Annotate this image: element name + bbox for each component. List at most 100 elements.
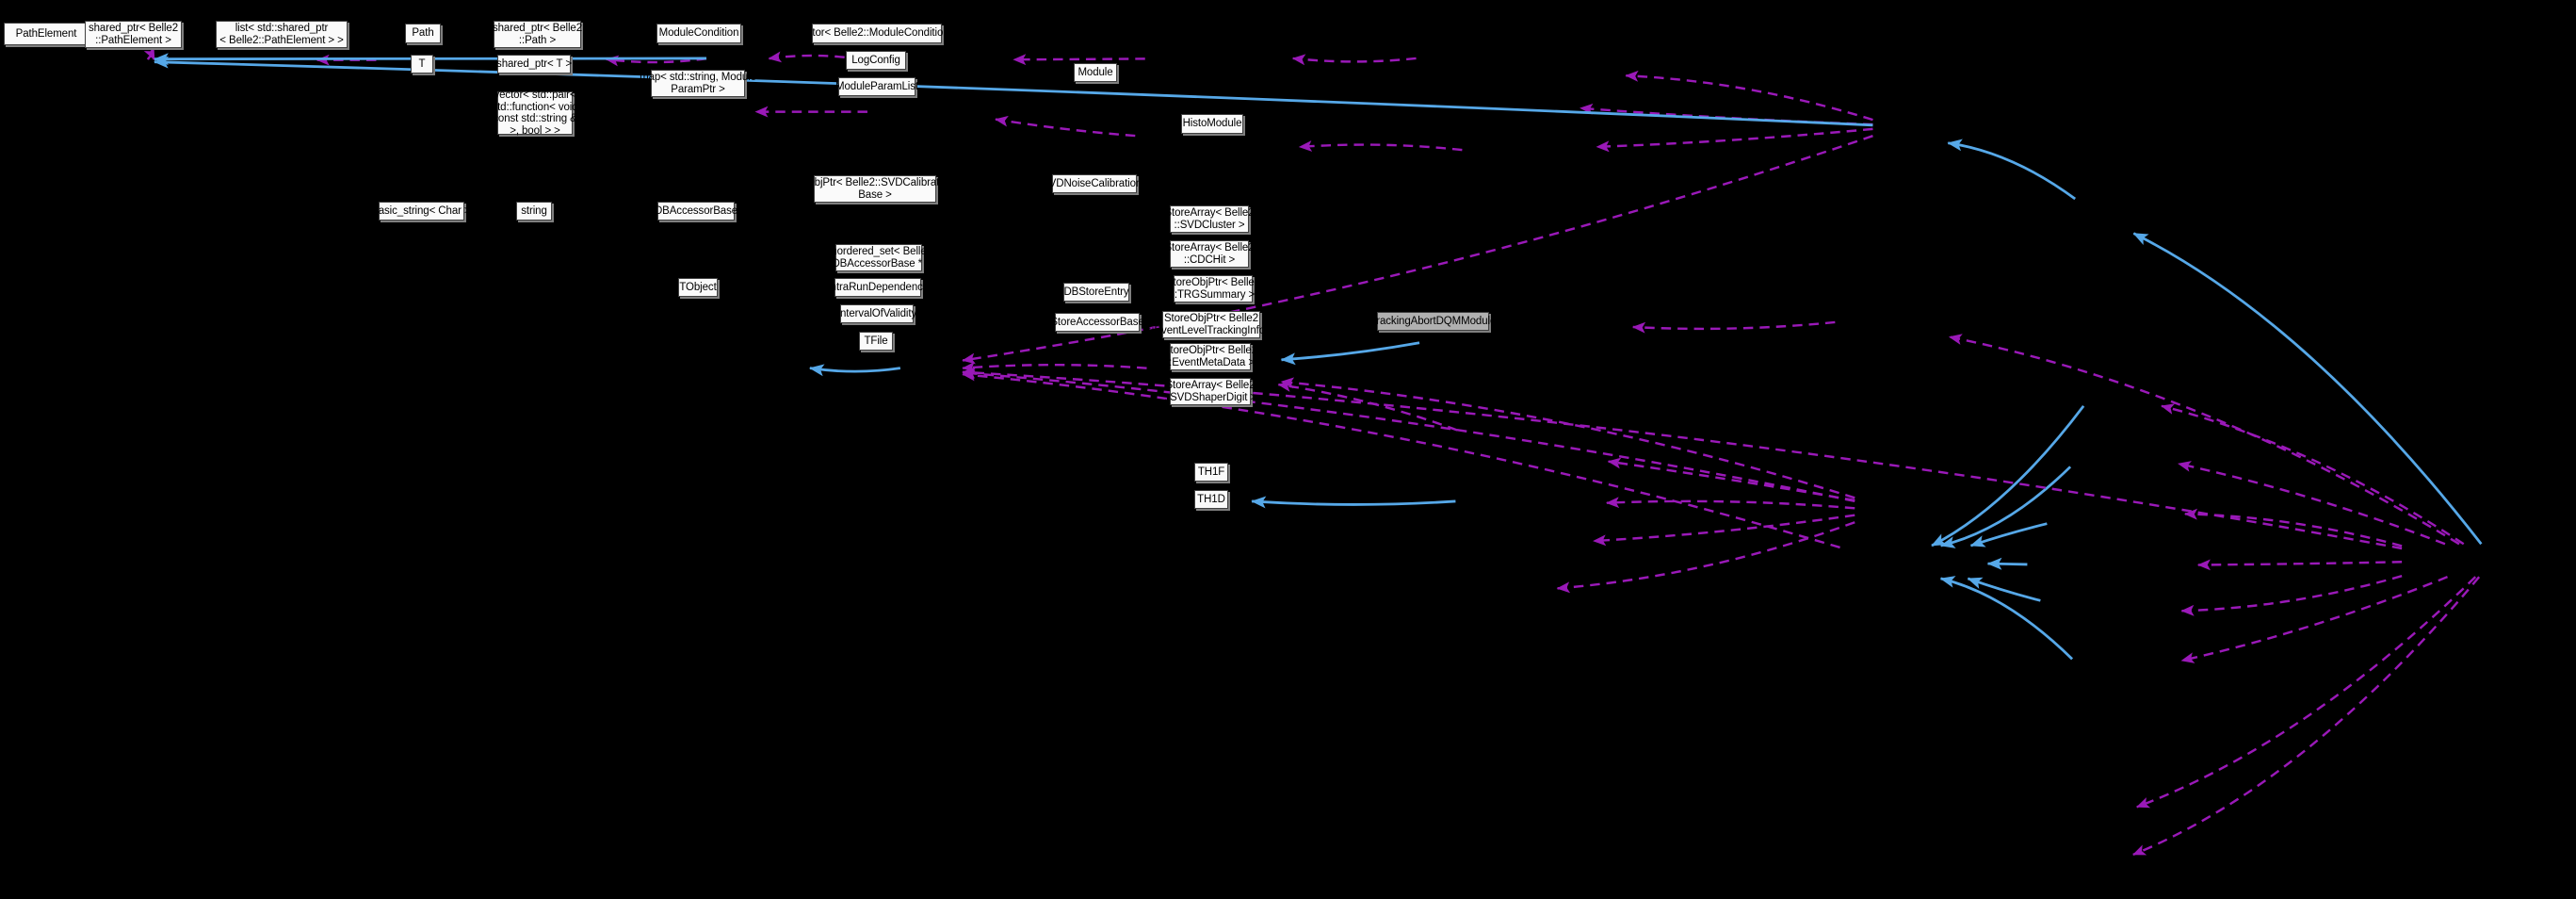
edge-tracking-abort-dqm-to-store-array-svdshaper: [2180, 576, 2448, 663]
edge-store-objptr-eventmeta-to-store-accessor-base: [1967, 577, 2041, 602]
node-path[interactable]: Path: [405, 24, 441, 43]
node-store-objptr-eltinfo[interactable]: StoreObjPtr< Belle2 ::EventLevelTracking…: [1148, 311, 1274, 338]
node-label: StoreArray< Belle2 ::SVDCluster >: [1164, 207, 1255, 231]
edge-intra-run-dependency-to-tobject: [1251, 496, 1456, 509]
node-basic-string-char[interactable]: basic_string< Char >: [372, 202, 471, 221]
edge-module-to-module-param-list: [1596, 127, 1873, 153]
node-label: HistoModule: [1182, 118, 1242, 130]
node-label: DBAccessorBase: [654, 204, 738, 217]
node-vector-module-condition[interactable]: vector< Belle2::ModuleCondition >: [796, 24, 958, 43]
node-label: StoreArray< Belle2 ::CDCHit >: [1164, 242, 1255, 266]
node-store-array-svdshaper[interactable]: StoreArray< Belle2 ::SVDShaperDigit >: [1164, 378, 1256, 405]
node-tracking-abort-dqm[interactable]: TrackingAbortDQMModule: [1370, 312, 1496, 331]
node-shared-ptr-t[interactable]: shared_ptr< T >: [496, 55, 572, 74]
node-label: StoreObjPtr< Belle2 ::TRGSummary >: [1165, 277, 1261, 301]
edge-store-array-svdcluster-to-store-accessor-base: [1931, 404, 2085, 548]
node-shared-ptr-path[interactable]: shared_ptr< Belle2 ::Path >: [492, 21, 583, 48]
node-label: TH1F: [1197, 466, 1225, 478]
node-shared-ptr-path-element[interactable]: shared_ptr< Belle2 ::PathElement >: [85, 21, 182, 48]
node-th1f[interactable]: TH1F: [1194, 463, 1228, 482]
edge-string-to-basic-string-char: [809, 364, 901, 377]
node-label: vector< Belle2::ModuleCondition >: [795, 27, 959, 40]
node-list-shared-ptr-path-el[interactable]: list< std::shared_ptr < Belle2::PathElem…: [216, 21, 348, 48]
node-store-array-cdchit[interactable]: StoreArray< Belle2 ::CDCHit >: [1164, 240, 1255, 268]
node-label: SVDNoiseCalibrations: [1042, 177, 1147, 189]
node-module[interactable]: Module: [1074, 63, 1117, 82]
node-th1d[interactable]: TH1D: [1194, 490, 1228, 509]
edge-tracking-abort-dqm-to-store-objptr-trgsummary: [2183, 508, 2403, 548]
node-module-param-list[interactable]: ModuleParamList: [835, 77, 918, 96]
node-tfile[interactable]: TFile: [859, 332, 893, 351]
edge-dbobjptr-svdcalib-to-db-accessor-base: [1280, 341, 1420, 366]
node-label: basic_string< Char >: [372, 204, 471, 217]
node-svd-noise-calibrations[interactable]: SVDNoiseCalibrations: [1042, 174, 1147, 193]
node-label: TH1D: [1197, 493, 1225, 505]
node-string[interactable]: string: [516, 202, 552, 221]
edge-map-string-module-param-to-shared-ptr-t: [995, 115, 1136, 138]
edge-histo-module-to-module: [1947, 139, 2077, 201]
node-label: TrackingAbortDQMModule: [1369, 315, 1497, 327]
node-intra-run-dependency[interactable]: IntraRunDependency: [828, 278, 929, 297]
node-label: T: [418, 57, 426, 70]
node-store-objptr-eventmeta[interactable]: StoreObjPtr< Belle2 ::EventMetaData >: [1163, 343, 1257, 370]
edge-store-array-cdchit-to-store-accessor-base: [1939, 466, 2072, 548]
node-map-string-module-param[interactable]: map< std::string, Module ParamPtr >: [640, 70, 756, 97]
node-log-config[interactable]: LogConfig: [846, 51, 906, 70]
node-db-store-entry[interactable]: DBStoreEntry: [1063, 283, 1129, 302]
node-unordered-set-dbaccessor[interactable]: unordered_set< Belle2 ::DBAccessorBase *…: [825, 244, 932, 271]
edge-db-store-entry-to-tfile: [1556, 521, 1855, 594]
node-store-array-svdcluster[interactable]: StoreArray< Belle2 ::SVDCluster >: [1164, 205, 1255, 233]
node-label: StoreArray< Belle2 ::SVDShaperDigit >: [1163, 380, 1257, 403]
node-dbobjptr-svdcalib[interactable]: DBObjPtr< Belle2::SVDCalibrations Base >: [791, 175, 959, 203]
edge-db-store-entry-to-unordered-set-dbaccessor: [1607, 457, 1855, 502]
node-module-condition[interactable]: ModuleCondition: [656, 24, 741, 43]
node-label: ModuleCondition: [658, 27, 739, 40]
edge-db-store-entry-to-interval-of-validity: [1593, 514, 1855, 547]
edge-module-to-vector-module-condition: [1625, 70, 1873, 122]
node-label: unordered_set< Belle2 ::DBAccessorBase *…: [825, 246, 932, 270]
node-label: vector< std::pair< std::function< void (…: [489, 90, 581, 137]
node-interval-of-validity[interactable]: IntervalOfValidity: [837, 304, 916, 323]
edge-tracking-abort-dqm-to-store-array-svdcluster: [2161, 403, 2465, 546]
node-store-accessor-base[interactable]: StoreAccessorBase: [1050, 313, 1144, 332]
edge-db-accessor-base-to-string: [962, 361, 1147, 373]
edge-module-condition-to-shared-ptr-path: [1013, 54, 1145, 66]
node-label: shared_ptr< T >: [496, 57, 572, 70]
node-label: list< std::shared_ptr < Belle2::PathElem…: [219, 23, 344, 46]
node-store-objptr-trgsummary[interactable]: StoreObjPtr< Belle2 ::TRGSummary >: [1166, 275, 1260, 302]
edge-tracking-abort-dqm-to-histo-module: [2132, 232, 2483, 546]
node-label: StoreObjPtr< Belle2 ::EventMetaData >: [1162, 345, 1258, 368]
edge-path-to-list-shared-ptr-path-el: [605, 55, 707, 67]
edge-db-store-entry-to-intra-run-dependency: [1606, 497, 1855, 510]
edge-db-store-entry-to-string: [962, 368, 1855, 503]
node-label: Path: [412, 27, 434, 40]
node-db-accessor-base[interactable]: DBAccessorBase: [654, 202, 738, 221]
node-vector-pair-function[interactable]: vector< std::pair< std::function< void (…: [490, 90, 581, 137]
node-label: shared_ptr< Belle2 ::Path >: [492, 23, 583, 46]
node-t[interactable]: T: [411, 55, 433, 74]
node-label: IntraRunDependency: [827, 281, 929, 293]
edge-tracking-abort-dqm-to-th1d: [2132, 576, 2481, 857]
edge-module-to-string: [962, 135, 1873, 365]
edge-module-param-list-to-map-string-module-param: [1298, 140, 1463, 152]
edge-tracking-abort-dqm-to-store-array-cdchit: [2178, 461, 2446, 546]
edge-tracking-abort-dqm-to-th1f: [2135, 576, 2477, 809]
edge-unordered-set-dbaccessor-to-db-accessor-base: [1277, 381, 1458, 432]
node-label: TFile: [864, 335, 888, 347]
node-label: map< std::string, Module ParamPtr >: [640, 72, 756, 95]
edge-shared-ptr-path-element-to-path-element: [143, 45, 156, 60]
edge-vector-module-condition-to-module-condition: [1291, 54, 1417, 66]
node-label: StoreAccessorBase: [1050, 316, 1144, 328]
edge-store-accessor-base-to-string: [962, 369, 1840, 549]
node-label: PathElement: [15, 27, 77, 40]
node-label: shared_ptr< Belle2 ::PathElement >: [88, 23, 179, 46]
edge-tracking-abort-dqm-to-svd-noise-calibrations: [1948, 334, 2460, 546]
node-path-element[interactable]: PathElement: [4, 23, 89, 45]
node-histo-module[interactable]: HistoModule: [1181, 114, 1243, 134]
edge-svd-noise-calibrations-to-dbobjptr-svdcalib: [1631, 320, 1836, 334]
node-tobject[interactable]: TObject: [678, 278, 718, 297]
node-label: DBStoreEntry: [1063, 286, 1129, 298]
node-label: ModuleParamList: [835, 80, 918, 92]
